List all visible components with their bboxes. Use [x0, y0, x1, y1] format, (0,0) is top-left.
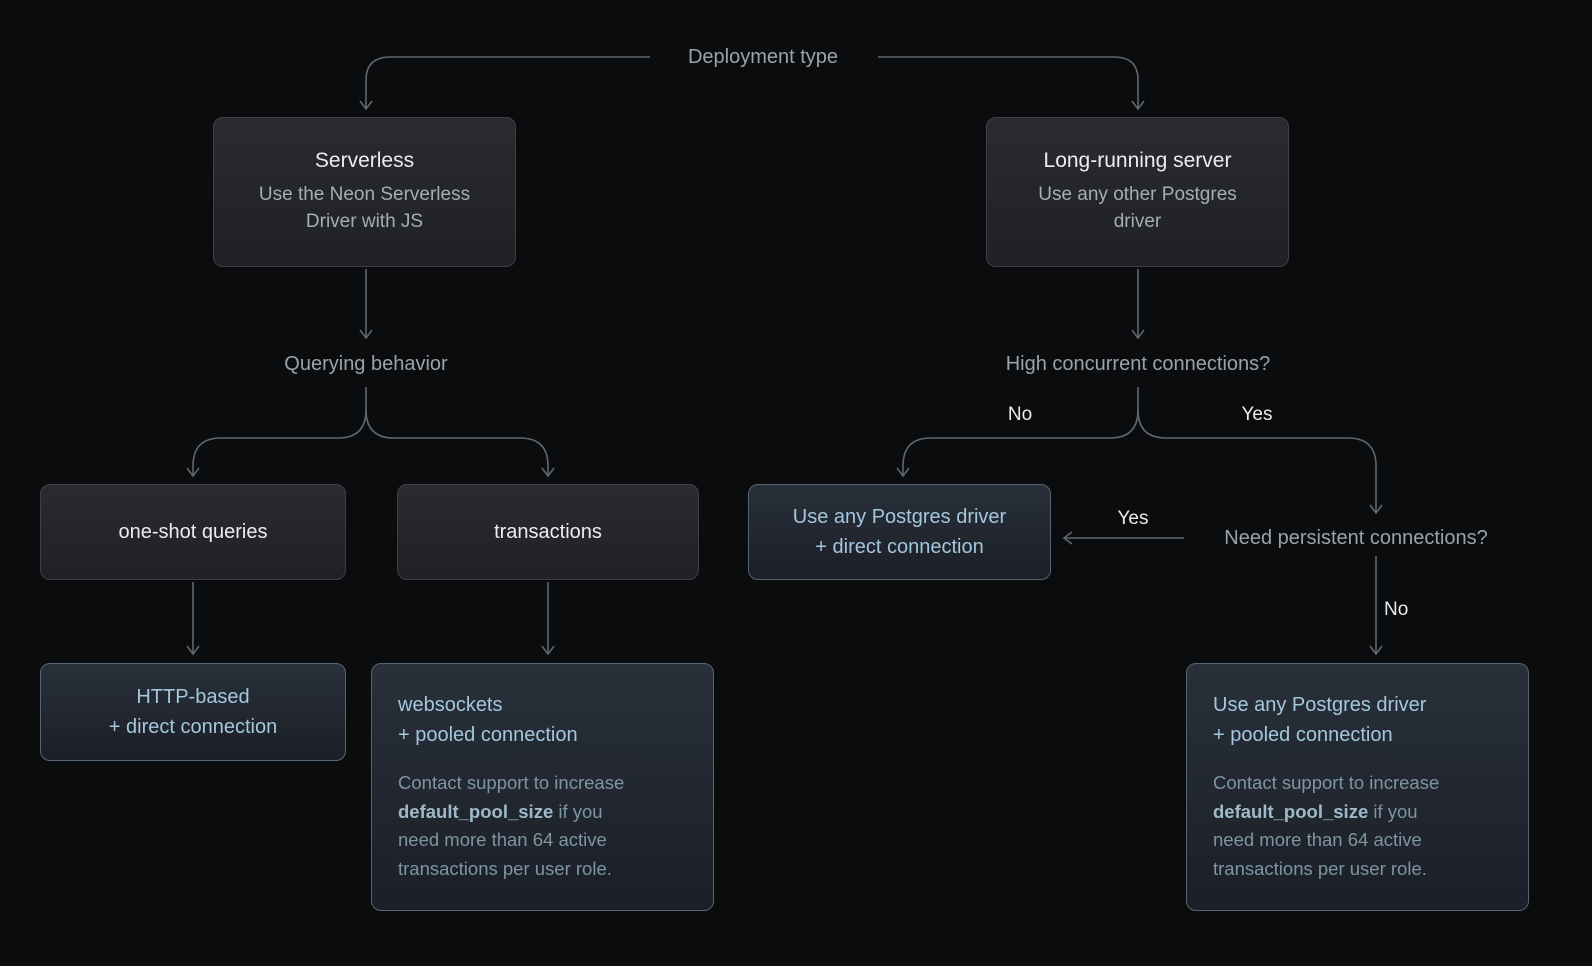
- edge-label-persistent-no: No: [1384, 599, 1409, 620]
- note-pre-text: Contact support to increase: [398, 772, 625, 793]
- node-transactions: transactions: [397, 484, 699, 580]
- decision-need-persistent-connections: Need persistent connections?: [1224, 527, 1488, 549]
- node-long-running-title: Long-running server: [1043, 148, 1232, 172]
- edge-label-highconcurrent-no: No: [1007, 404, 1033, 425]
- node-serverless-title: Serverless: [314, 148, 415, 172]
- note-post-text: if you need more than 64 active transact…: [398, 800, 612, 880]
- edge-deployment-to-serverless: [359, 56, 650, 111]
- node-websockets-pooled: websockets + pooled connection Contact s…: [371, 663, 714, 911]
- root-label-deployment-type: Deployment type: [687, 46, 839, 68]
- node-long-running-server: Long-running server Use any other Postgr…: [986, 117, 1289, 267]
- note-default-pool-size: default_pool_size: [398, 800, 554, 822]
- edge-highconcurrent-no: [896, 409, 1139, 478]
- node-any-driver-direct-text: Use any Postgres driver + direct connect…: [792, 506, 1007, 558]
- node-http-direct-text: HTTP-based + direct connection: [108, 686, 278, 738]
- edge-querying-to-transactions: [365, 409, 555, 478]
- edge-label-persistent-yes: Yes: [1117, 508, 1149, 529]
- note-post-text: if you need more than 64 active transact…: [1213, 800, 1427, 880]
- node-any-driver-direct-connection: Use any Postgres driver + direct connect…: [748, 484, 1051, 580]
- node-any-pooled-note: Contact support to increase default_pool…: [1213, 769, 1439, 884]
- node-long-running-subtitle: Use any other Postgres driver: [1038, 183, 1237, 232]
- node-websockets-pool-note: Contact support to increase default_pool…: [398, 769, 624, 884]
- node-transactions-label: transactions: [494, 520, 602, 543]
- edge-deployment-to-longrunning: [878, 56, 1145, 111]
- node-one-shot-queries: one-shot queries: [40, 484, 346, 580]
- node-serverless-subtitle: Use the Neon Serverless Driver with JS: [258, 183, 471, 232]
- node-serverless: Serverless Use the Neon Serverless Drive…: [213, 117, 516, 267]
- node-any-driver-pooled-text: Use any Postgres driver + pooled connect…: [1213, 694, 1427, 746]
- note-pre-text: Contact support to increase: [1213, 772, 1440, 793]
- edge-highconcurrent-yes: [1137, 409, 1383, 515]
- decision-high-concurrent-connections: High concurrent connections?: [1005, 353, 1271, 375]
- node-any-driver-pooled: Use any Postgres driver + pooled connect…: [1186, 663, 1529, 911]
- note-default-pool-size: default_pool_size: [1213, 800, 1369, 822]
- node-websockets-pooled-text: websockets + pooled connection: [398, 694, 578, 746]
- node-http-direct-connection: HTTP-based + direct connection: [40, 663, 346, 761]
- edge-querying-to-oneshot: [186, 409, 367, 478]
- decision-querying-behavior: Querying behavior: [284, 353, 448, 375]
- edge-label-highconcurrent-yes: Yes: [1241, 404, 1273, 425]
- node-one-shot-label: one-shot queries: [118, 520, 268, 543]
